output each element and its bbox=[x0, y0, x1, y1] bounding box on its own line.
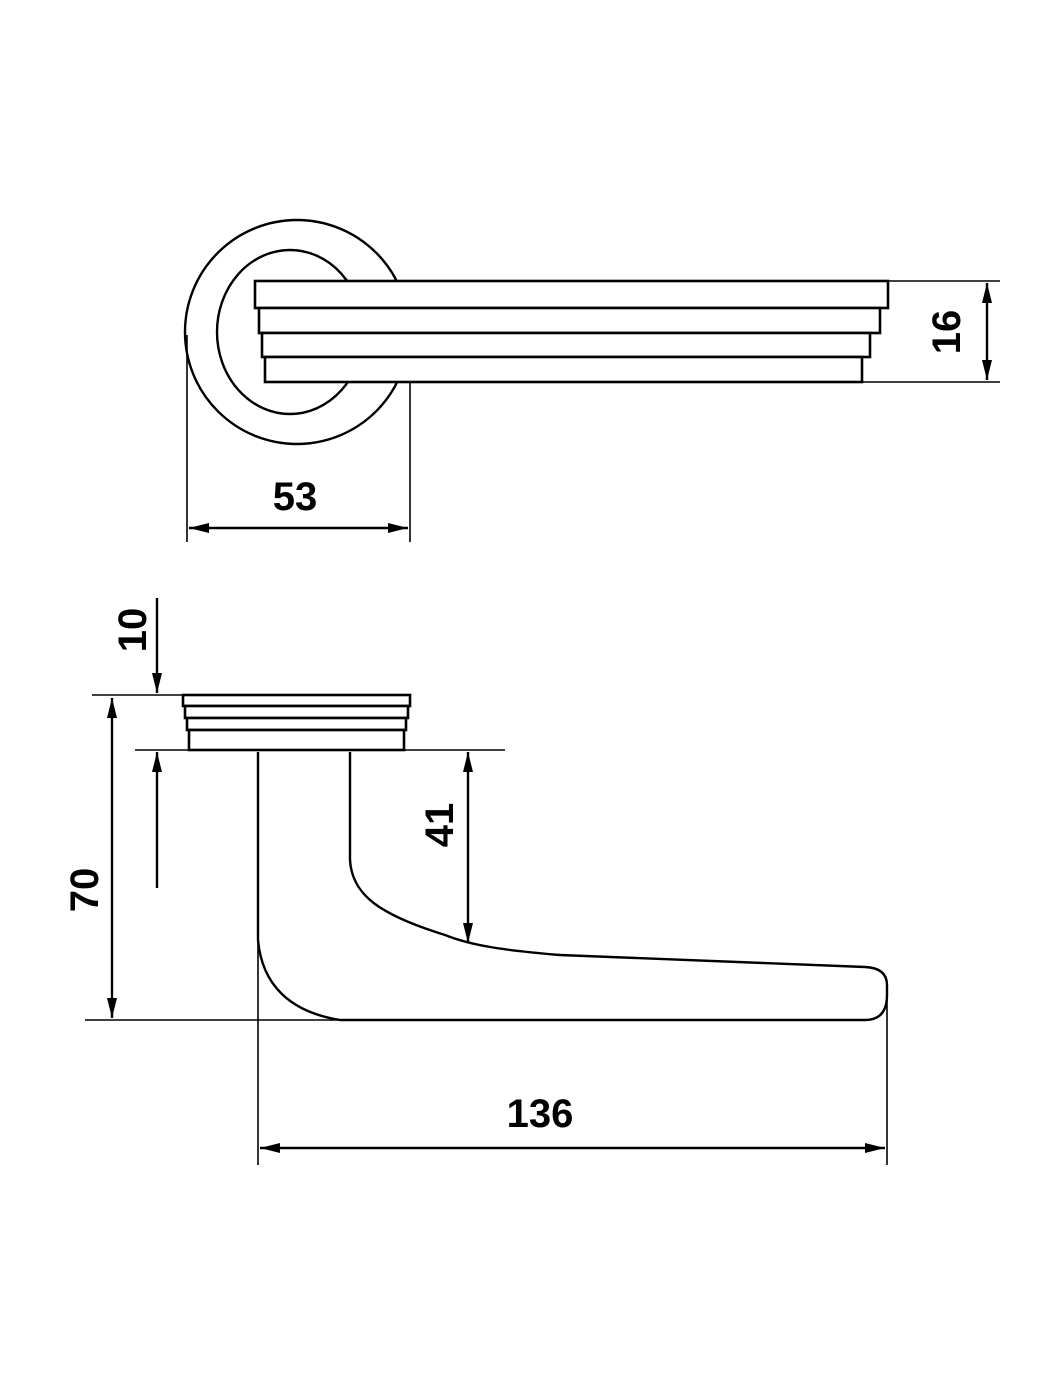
dimension-70: 70 bbox=[63, 698, 117, 1018]
rosette-side-profile bbox=[181, 693, 412, 752]
lever-top-profile bbox=[253, 279, 890, 384]
side-view: 10 70 41 136 bbox=[63, 598, 889, 1165]
lever-side-profile bbox=[256, 752, 889, 1022]
dimension-41: 41 bbox=[418, 752, 473, 943]
dimension-53: 53 bbox=[186, 335, 411, 542]
dimension-136: 136 bbox=[257, 940, 888, 1165]
dimension-label-70: 70 bbox=[63, 868, 107, 913]
dimension-label-41: 41 bbox=[418, 803, 462, 848]
dimension-label-16: 16 bbox=[925, 310, 969, 355]
top-view: 16 53 bbox=[183, 218, 1000, 542]
dimension-label-136: 136 bbox=[507, 1092, 574, 1136]
dimension-label-10: 10 bbox=[111, 608, 155, 653]
dimension-10: 10 bbox=[111, 598, 162, 888]
dimension-16: 16 bbox=[862, 280, 1000, 383]
dimension-label-53: 53 bbox=[273, 475, 318, 519]
